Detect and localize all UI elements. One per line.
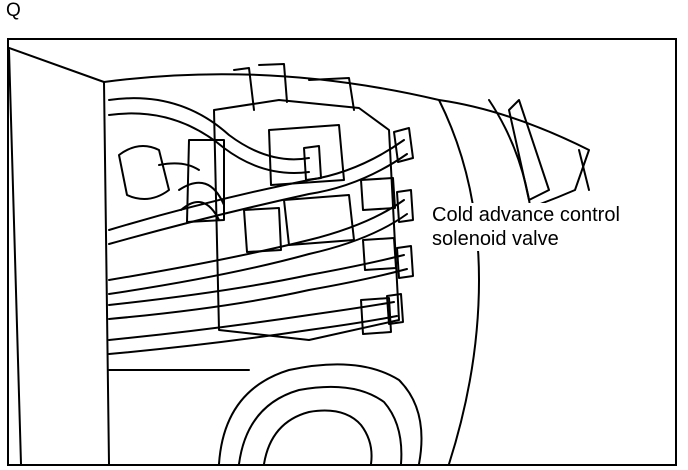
lower-housing [218, 363, 423, 464]
sensor-body [118, 145, 170, 200]
callout-line-1: Cold advance control [432, 204, 620, 226]
hose-1 [108, 97, 310, 161]
manifold-block [213, 99, 400, 341]
diagram-frame [7, 38, 677, 466]
figure-letter: Q [6, 0, 21, 21]
hose-4 [108, 254, 405, 306]
body-right-panel [438, 99, 480, 464]
solenoid-valve [360, 177, 396, 211]
callout-line-2: solenoid valve [432, 228, 559, 250]
hose-3 [108, 199, 405, 281]
engine-illustration [9, 47, 590, 464]
hose-2 [108, 139, 405, 231]
hose-5 [108, 301, 395, 341]
body-left-panel [103, 81, 110, 464]
callout-label: Cold advance control solenoid valve [430, 203, 622, 251]
hood-contour [9, 47, 590, 221]
